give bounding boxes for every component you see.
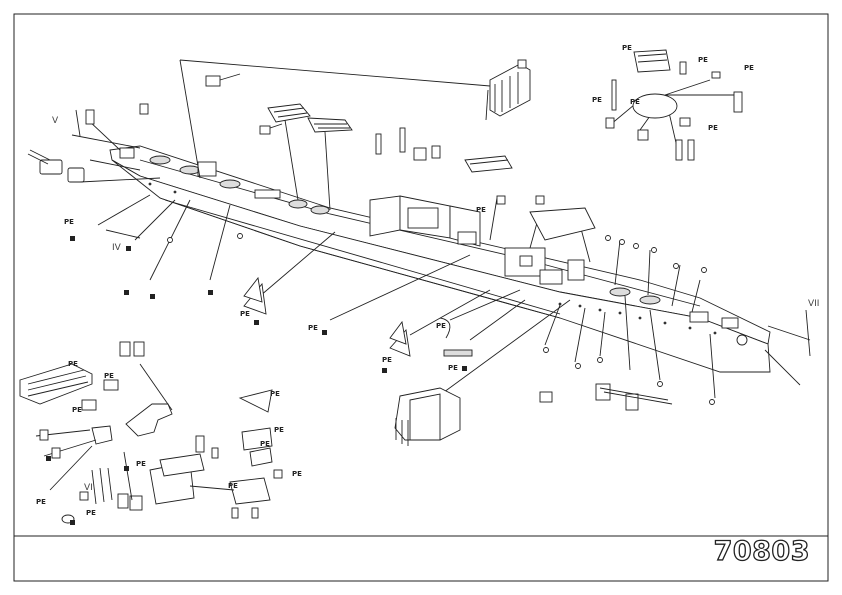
hawse-pipe [736, 334, 748, 346]
pe-label: PE [476, 206, 486, 214]
pe-label: PE [36, 498, 46, 506]
aa-guns [85, 73, 283, 135]
pe-label: PE [448, 364, 458, 372]
kit-part-number: 70803 [713, 535, 810, 567]
pe-label: PE [592, 96, 602, 104]
step-label-iv: IV [112, 243, 122, 253]
rod-parts [75, 109, 811, 505]
pe-labels: PE PE PE PE PE PE PE PE PE PE PE PE PE P… [36, 44, 754, 517]
step-labels: V IV VI VII [52, 116, 819, 493]
pe-label: PE [698, 56, 708, 64]
pe-label: PE [136, 460, 146, 468]
pe-label: PE [382, 356, 392, 364]
pe-label: PE [622, 44, 632, 52]
pe-label: PE [630, 98, 640, 106]
pe-brackets-hull [243, 276, 473, 357]
pe-label: PE [64, 218, 74, 226]
pe-label: PE [72, 406, 82, 414]
pe-label: PE [308, 324, 318, 332]
small-fittings [167, 127, 715, 405]
deck-fittings-aft [119, 147, 330, 215]
funnel-assembly [394, 383, 673, 446]
pe-label: PE [240, 310, 250, 318]
pe-label: PE [436, 322, 446, 330]
pe-label: PE [744, 64, 754, 72]
pe-label: PE [270, 390, 280, 398]
pe-label: PE [228, 482, 238, 490]
aft-gun [27, 149, 85, 183]
ship-hull [109, 145, 771, 373]
sprue-markers [46, 236, 467, 525]
pe-label: PE [260, 440, 270, 448]
detail-bridge [19, 341, 283, 524]
pe-label: PE [104, 372, 114, 380]
pe-label: PE [68, 360, 78, 368]
pe-label: PE [86, 509, 96, 517]
pe-label: PE [708, 124, 718, 132]
sheet-border [13, 13, 829, 582]
pe-label: PE [274, 426, 284, 434]
mast-platform [485, 59, 531, 121]
pe-label: PE [292, 470, 302, 478]
torpedo-racks [267, 103, 513, 173]
searchlight-platform [605, 49, 743, 161]
step-label-vi: VI [84, 483, 93, 493]
superstructure [369, 195, 739, 329]
leader-lines [71, 59, 811, 399]
step-label-v: V [52, 116, 59, 126]
step-label-vii: VII [808, 299, 819, 309]
